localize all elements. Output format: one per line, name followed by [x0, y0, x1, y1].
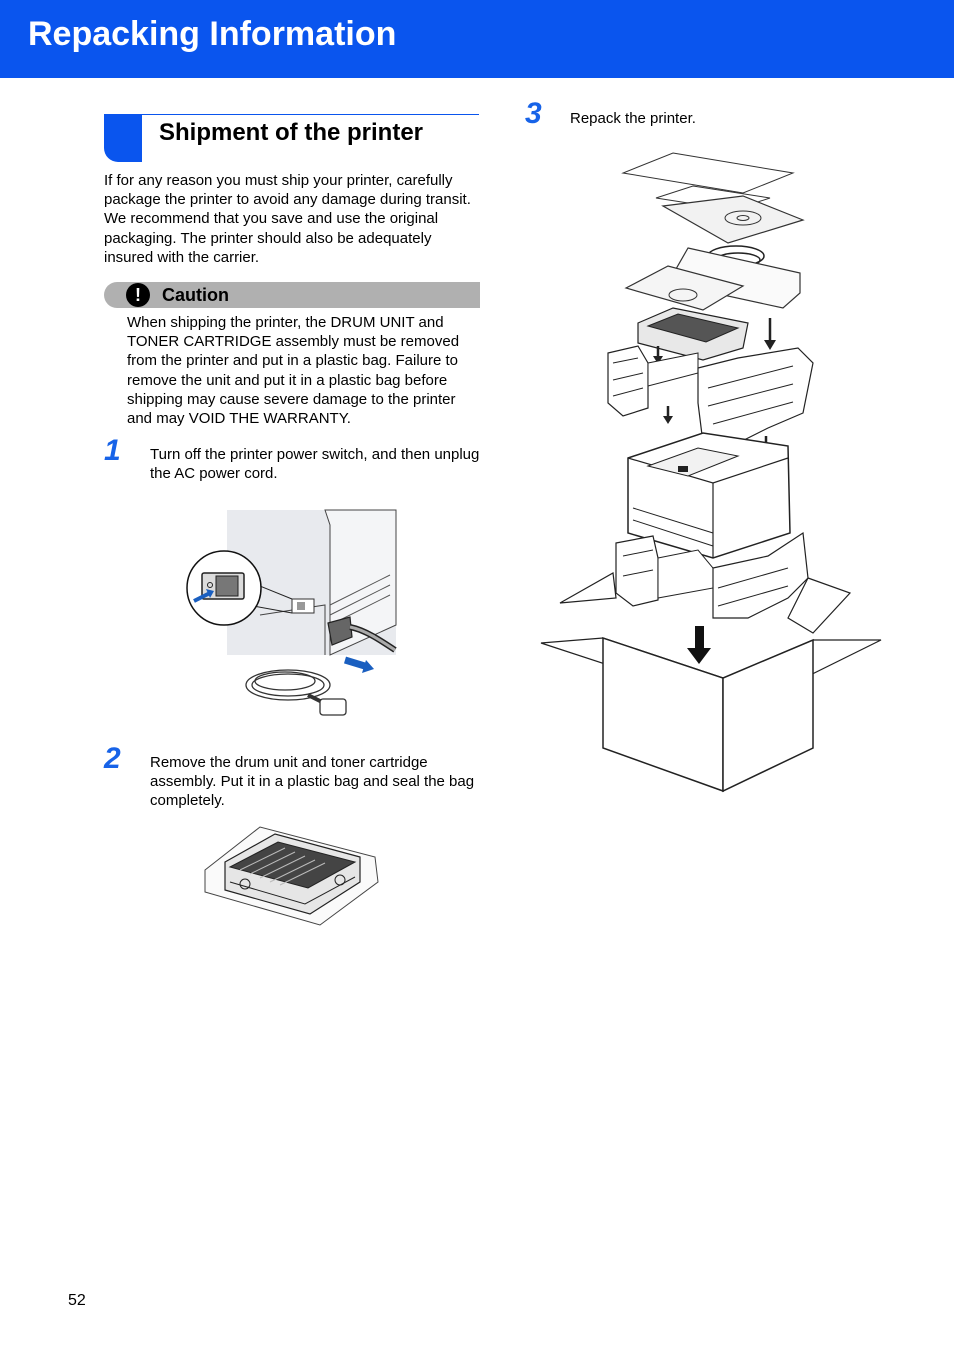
step-2-number: 2 — [104, 742, 121, 775]
section-title: Shipment of the printer — [159, 119, 423, 146]
step-1-text: Turn off the printer power switch, and t… — [150, 446, 480, 483]
caution-text: When shipping the printer, the DRUM UNIT… — [127, 314, 460, 428]
header-bar: Repacking Information — [0, 0, 954, 78]
page-number: 52 — [68, 1292, 86, 1309]
section-tab-marker — [104, 114, 142, 162]
step-1-number: 1 — [104, 434, 121, 467]
step-2-text: Remove the drum unit and toner cartridge… — [150, 754, 475, 810]
caution-label: Caution — [162, 285, 229, 305]
exclamation-icon: ! — [126, 283, 150, 307]
repack-printer-illustration — [540, 152, 882, 793]
step-3-number: 3 — [525, 97, 542, 130]
page-title: Repacking Information — [28, 15, 397, 53]
section-rule — [142, 114, 479, 115]
caution-bar: ! Caution — [104, 282, 480, 308]
power-switch-illustration — [186, 509, 397, 716]
drum-unit-bag-illustration — [204, 826, 379, 926]
intro-paragraph: If for any reason you must ship your pri… — [104, 172, 471, 266]
step-3-text: Repack the printer. — [570, 110, 696, 127]
